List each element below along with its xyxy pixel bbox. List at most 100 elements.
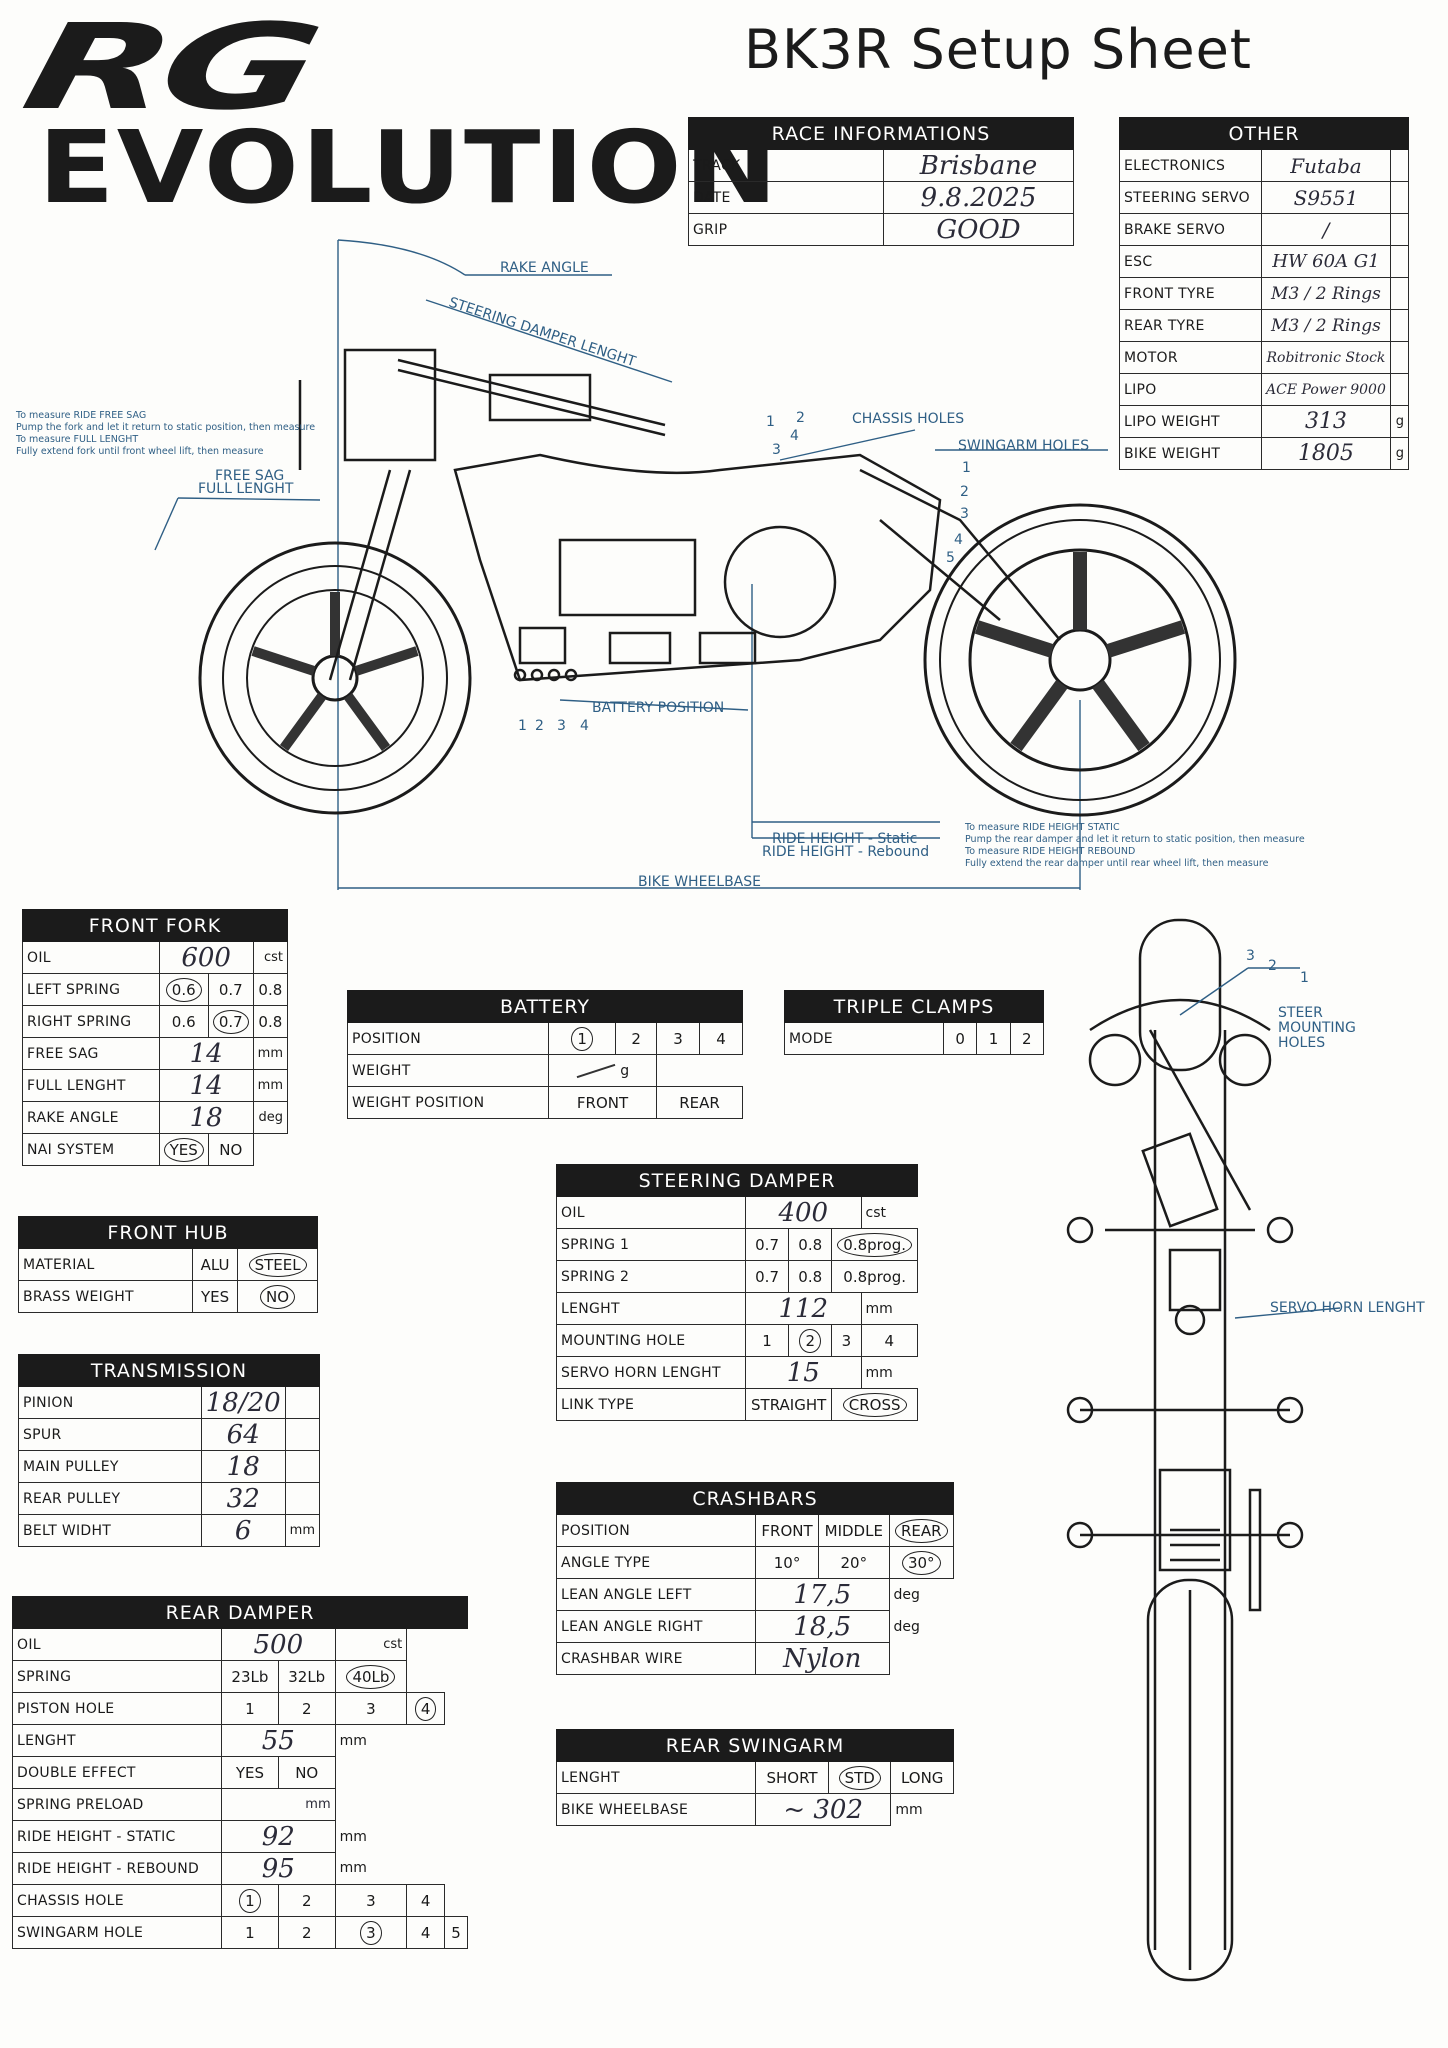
crashbars-header: CRASHBARS — [556, 1482, 954, 1515]
nai-yes-option[interactable]: YES — [158, 1133, 209, 1166]
crash-middle-option[interactable]: MIDDLE — [818, 1514, 890, 1547]
mounting-hole-4[interactable]: 4 — [860, 1324, 919, 1357]
grip-value[interactable]: GOOD — [883, 213, 1074, 246]
piston-hole-2[interactable]: 2 — [277, 1692, 336, 1725]
chassis-hole-2[interactable]: 2 — [277, 1884, 336, 1917]
chassis-hole-3[interactable]: 3 — [334, 1884, 408, 1917]
rd-spring-40lb[interactable]: 40Lb — [334, 1660, 408, 1693]
bike-weight-value[interactable]: 1805 — [1261, 437, 1391, 470]
link-cross-option[interactable]: CROSS — [831, 1388, 918, 1421]
esc-value[interactable]: HW 60A G1 — [1261, 245, 1391, 278]
front-tyre-value[interactable]: M3 / 2 Rings — [1261, 277, 1391, 310]
weight-position-front[interactable]: FRONT — [547, 1086, 658, 1119]
mounting-hole-1[interactable]: 1 — [744, 1324, 790, 1357]
mounting-hole-2[interactable]: 2 — [788, 1324, 833, 1357]
piston-hole-4[interactable]: 4 — [406, 1692, 446, 1725]
swingarm-hole-4[interactable]: 4 — [406, 1916, 446, 1949]
sd-length-value[interactable]: 112 — [745, 1292, 862, 1325]
brass-yes-option[interactable]: YES — [191, 1280, 239, 1313]
main-pulley-value[interactable]: 18 — [200, 1450, 286, 1483]
left-spring-opt-06[interactable]: 0.6 — [158, 973, 209, 1006]
angle-30-option[interactable]: 30° — [888, 1546, 955, 1579]
material-alu-option[interactable]: ALU — [191, 1248, 239, 1281]
front-tyre-label: FRONT TYRE — [1118, 277, 1263, 310]
battery-pos-2[interactable]: 2 — [615, 1022, 658, 1055]
chassis-hole-4[interactable]: 4 — [406, 1884, 446, 1917]
rake-angle-value[interactable]: 18 — [158, 1101, 254, 1134]
crash-rear-option[interactable]: REAR — [888, 1514, 955, 1547]
swingarm-hole-1[interactable]: 1 — [221, 1916, 279, 1949]
sd-oil-value[interactable]: 400 — [745, 1196, 862, 1229]
left-spring-opt-08[interactable]: 0.8 — [252, 973, 289, 1006]
battery-pos-3[interactable]: 3 — [656, 1022, 700, 1055]
left-spring-opt-07[interactable]: 0.7 — [207, 973, 254, 1006]
mode-0[interactable]: 0 — [942, 1022, 978, 1055]
swingarm-std-option[interactable]: STD — [828, 1761, 892, 1794]
bike-weight-unit: g — [1389, 437, 1410, 470]
spring2-08[interactable]: 0.8 — [788, 1260, 833, 1293]
angle-10-option[interactable]: 10° — [754, 1546, 820, 1579]
rd-spring-23lb[interactable]: 23Lb — [221, 1660, 279, 1693]
material-steel-option[interactable]: STEEL — [237, 1248, 318, 1281]
lean-right-unit: deg — [893, 1618, 920, 1635]
rear-pulley-value[interactable]: 32 — [200, 1482, 286, 1515]
spring-preload-unit[interactable]: mm — [221, 1788, 336, 1821]
rd-length-unit: mm — [339, 1732, 367, 1749]
rd-oil-value[interactable]: 500 — [221, 1628, 336, 1661]
free-sag-value[interactable]: 14 — [158, 1037, 254, 1070]
right-spring-opt-08[interactable]: 0.8 — [252, 1005, 289, 1038]
ride-height-static-value[interactable]: 92 — [221, 1820, 336, 1853]
battery-weight-value[interactable]: / g — [547, 1054, 658, 1087]
spur-value[interactable]: 64 — [200, 1418, 286, 1451]
swingarm-hole-5[interactable]: 5 — [444, 1916, 468, 1949]
belt-width-value[interactable]: 6 — [200, 1514, 286, 1547]
spring2-08prog[interactable]: 0.8prog. — [831, 1260, 918, 1293]
swingarm-hole-label: SWINGARM HOLE — [12, 1916, 222, 1949]
weight-position-rear[interactable]: REAR — [656, 1086, 743, 1119]
chassis-hole-1[interactable]: 1 — [221, 1884, 279, 1917]
label-battery-position: BATTERY POSITION — [592, 700, 724, 716]
electronics-value[interactable]: Futaba — [1261, 149, 1391, 182]
full-length-value[interactable]: 14 — [158, 1069, 254, 1102]
spring1-07[interactable]: 0.7 — [744, 1228, 790, 1261]
servo-horn-value[interactable]: 15 — [745, 1356, 862, 1389]
double-effect-no[interactable]: NO — [277, 1756, 336, 1789]
angle-20-option[interactable]: 20° — [818, 1546, 890, 1579]
piston-hole-3[interactable]: 3 — [334, 1692, 408, 1725]
lipo-value[interactable]: ACE Power 9000 — [1261, 373, 1391, 406]
mode-1[interactable]: 1 — [976, 1022, 1011, 1055]
right-spring-opt-06[interactable]: 0.6 — [158, 1005, 209, 1038]
rd-length-value[interactable]: 55 — [221, 1724, 336, 1757]
spring1-08[interactable]: 0.8 — [788, 1228, 833, 1261]
crashbar-wire-value[interactable]: Nylon — [755, 1642, 890, 1675]
nai-no-option[interactable]: NO — [207, 1133, 254, 1166]
link-straight-option[interactable]: STRAIGHT — [744, 1388, 833, 1421]
swingarm-hole-3[interactable]: 3 — [334, 1916, 408, 1949]
swingarm-long-option[interactable]: LONG — [890, 1761, 954, 1794]
fork-oil-value[interactable]: 600 — [158, 941, 254, 974]
brass-no-option[interactable]: NO — [237, 1280, 318, 1313]
lean-left-value[interactable]: 17,5 — [755, 1578, 890, 1611]
battery-pos-4[interactable]: 4 — [699, 1022, 743, 1055]
ride-height-rebound-value[interactable]: 95 — [221, 1852, 336, 1885]
battery-pos-1[interactable]: 1 — [547, 1022, 617, 1055]
sd-oil-unit: cst — [865, 1204, 887, 1221]
double-effect-yes[interactable]: YES — [221, 1756, 279, 1789]
fork-oil-unit: cst — [252, 941, 289, 974]
spring2-07[interactable]: 0.7 — [744, 1260, 790, 1293]
right-spring-opt-07[interactable]: 0.7 — [207, 1005, 254, 1038]
crash-front-option[interactable]: FRONT — [754, 1514, 820, 1547]
swingarm-short-option[interactable]: SHORT — [754, 1761, 830, 1794]
piston-hole-1[interactable]: 1 — [221, 1692, 279, 1725]
wheelbase-value[interactable]: ~ 302 — [754, 1793, 892, 1826]
mounting-hole-3[interactable]: 3 — [831, 1324, 862, 1357]
mode-2[interactable]: 2 — [1009, 1022, 1045, 1055]
lean-right-value[interactable]: 18,5 — [755, 1610, 890, 1643]
swingarm-hole-2[interactable]: 2 — [277, 1916, 336, 1949]
steering-servo-value[interactable]: S9551 — [1261, 181, 1391, 214]
spring1-08prog[interactable]: 0.8prog. — [831, 1228, 918, 1261]
rd-spring-32lb[interactable]: 32Lb — [277, 1660, 336, 1693]
pinion-value[interactable]: 18/20 — [200, 1386, 286, 1419]
date-value[interactable]: 9.8.2025 — [883, 181, 1074, 214]
motor-value[interactable]: Robitronic Stock — [1261, 341, 1391, 374]
